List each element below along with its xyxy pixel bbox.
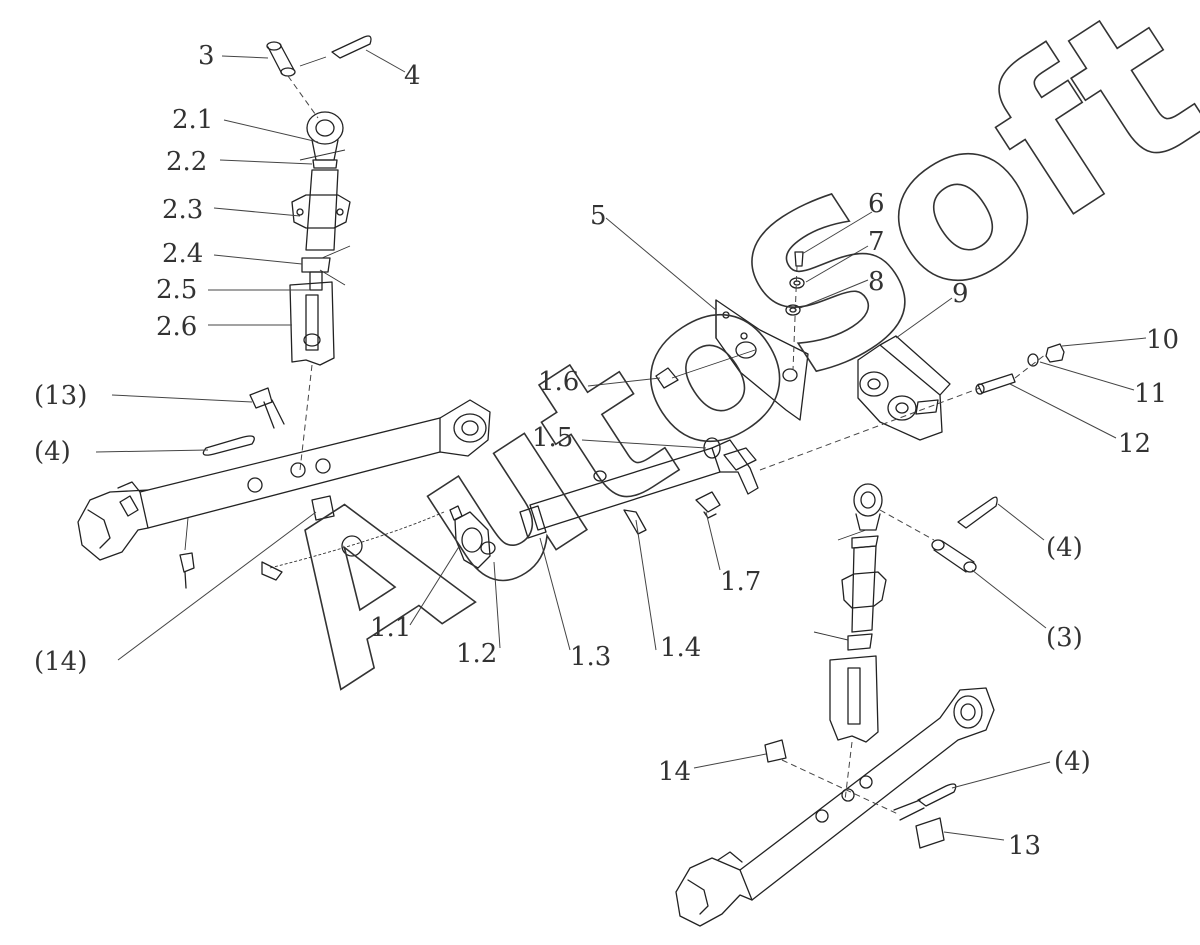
cotter-pin-part-4 xyxy=(299,35,372,67)
label-3: 3 xyxy=(198,41,215,71)
label-1-5: 1.5 xyxy=(532,423,573,453)
label-1-6: 1.6 xyxy=(538,367,579,397)
label-2-6: 2.6 xyxy=(156,312,197,342)
label-8: 8 xyxy=(868,267,885,297)
label-1-7: 1.7 xyxy=(720,567,761,597)
label-2-5: 2.5 xyxy=(156,275,197,305)
label-9: 9 xyxy=(952,279,969,309)
cotter-pin-part-4-right xyxy=(957,496,998,529)
label-13-parenthesized: (13) xyxy=(34,381,87,411)
label-4-parenthesized-bottom: (4) xyxy=(1054,747,1091,777)
label-11: 11 xyxy=(1134,379,1167,409)
label-1-3: 1.3 xyxy=(570,642,611,672)
bolt-nut-part-10-11-12 xyxy=(975,343,1065,395)
right-top-link-assembly xyxy=(813,483,887,801)
cotter-pin-part-4-left xyxy=(202,435,255,456)
label-5: 5 xyxy=(590,201,607,231)
ball-end-part-2-1 xyxy=(306,111,344,161)
label-4: 4 xyxy=(404,61,421,91)
fork-end-part-2-6 xyxy=(289,281,335,366)
label-4-parenthesized-right: (4) xyxy=(1046,533,1083,563)
center-cross-bar xyxy=(261,437,759,581)
label-7: 7 xyxy=(868,227,885,257)
pin-part-13-right xyxy=(781,759,945,849)
pin-part-3 xyxy=(266,41,296,77)
label-2-1: 2.1 xyxy=(172,105,213,135)
label-14: 14 xyxy=(658,757,691,787)
label-2-2: 2.2 xyxy=(166,147,207,177)
right-lower-arm xyxy=(675,687,995,927)
label-13: 13 xyxy=(1008,831,1041,861)
label-1-1: 1.1 xyxy=(370,613,411,643)
label-1-4: 1.4 xyxy=(660,633,701,663)
label-4-parenthesized-left: (4) xyxy=(34,437,71,467)
mounting-bracket-part-5 xyxy=(655,299,809,421)
leader-lines xyxy=(95,49,1147,841)
label-1-2: 1.2 xyxy=(456,639,497,669)
label-2-3: 2.3 xyxy=(162,195,203,225)
pin-part-3-right xyxy=(879,509,977,573)
left-lower-arm xyxy=(77,399,491,589)
bolt-washers-part-6-7-8 xyxy=(785,251,805,371)
part-labels: 3 4 2.1 2.2 2.3 2.4 2.5 2.6 (13) (4) (14… xyxy=(34,41,1179,861)
label-14-parenthesized: (14) xyxy=(34,647,87,677)
left-top-link-assembly xyxy=(266,35,372,471)
plate-part-14-right xyxy=(764,739,787,763)
label-12: 12 xyxy=(1118,429,1151,459)
label-3-parenthesized: (3) xyxy=(1046,623,1083,653)
cotter-pin-part-4-bottom xyxy=(917,783,957,807)
pin-part-13-left xyxy=(249,387,285,429)
label-10: 10 xyxy=(1146,325,1179,355)
label-2-4: 2.4 xyxy=(162,239,203,269)
label-6: 6 xyxy=(868,189,885,219)
hitch-bracket-part-9 xyxy=(857,335,951,441)
adjusting-tube-part-2-3 xyxy=(291,169,351,251)
